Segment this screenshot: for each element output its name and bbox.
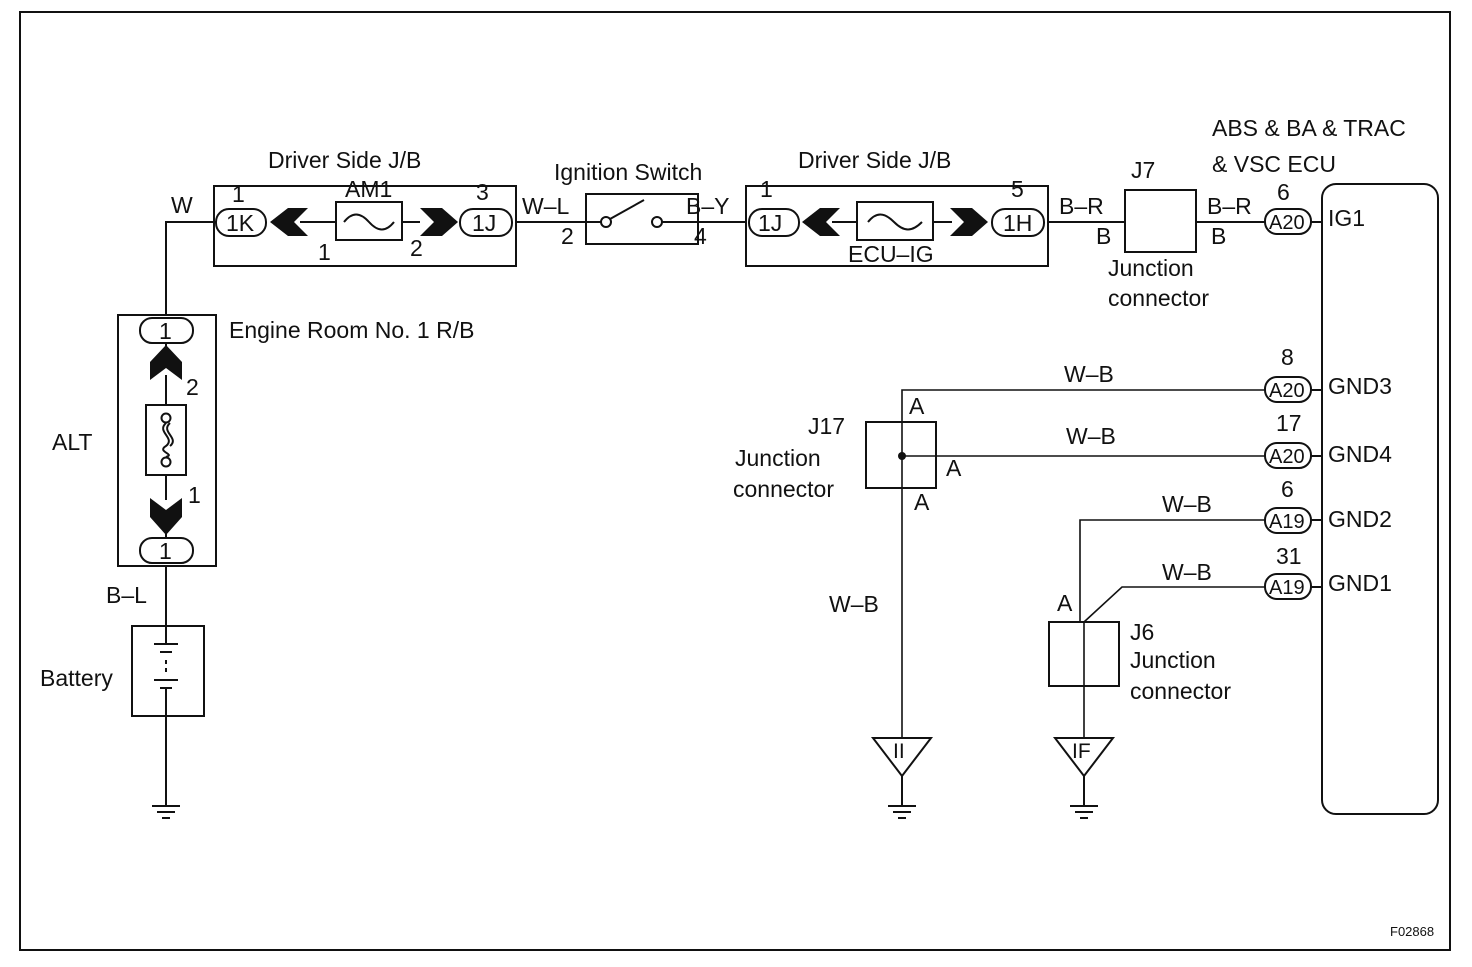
junction-connector-j17: J17 Junction connector A A A [733, 393, 962, 515]
pin-rb-lower: 1 [188, 482, 201, 508]
connector-a20-gnd3: A20 [1269, 380, 1305, 402]
ground-icon [152, 805, 180, 819]
connector-arrow-up-icon [150, 345, 182, 380]
wire-b-r-1: B–R [1059, 193, 1104, 219]
diagram-frame [19, 11, 1451, 951]
connector-1j-right: 1J [758, 210, 782, 236]
j17-pin-bottom: A [914, 489, 930, 515]
connector-1j-left: 1J [472, 210, 496, 236]
j6-label: J6 [1130, 619, 1154, 645]
ecu-label-1: ABS & BA & TRAC [1212, 115, 1406, 141]
wire-b-y: B–Y [686, 193, 729, 219]
ignition-switch: Ignition Switch 2 4 [554, 159, 707, 249]
wire-wb-j17: W–B [829, 591, 879, 617]
j7-label: J7 [1131, 157, 1155, 183]
connector-a19-gnd1: A19 [1269, 577, 1305, 599]
alt-label: ALT [52, 429, 92, 455]
connector-1k: 1K [226, 210, 255, 236]
junction-connector-j6: A J6 Junction connector [1048, 590, 1231, 704]
j17-desc-1: Junction [735, 445, 821, 471]
ground-if-label: IF [1072, 740, 1091, 763]
pin-jb2-in: 1 [760, 176, 773, 202]
junction-connector-j7: B–R B J7 B–R B Junction connector [1059, 157, 1252, 311]
rb-connector-bottom: 1 [159, 538, 172, 564]
pin-gnd4: 17 [1276, 410, 1302, 436]
pin-am1-a: 1 [318, 239, 331, 265]
wire-wb-gnd2: W–B [1162, 491, 1212, 517]
connector-arrow-left-icon [270, 208, 308, 236]
wire-w: W [171, 192, 193, 218]
battery-label: Battery [40, 665, 113, 691]
connector-arrow-down-icon [150, 498, 182, 535]
engine-room-rb: Engine Room No. 1 R/B 1 2 1 1 [117, 314, 474, 567]
ground-ii-label: II [893, 740, 905, 763]
pin-gnd3: 8 [1281, 344, 1294, 370]
ground-icon [888, 805, 916, 819]
wire-b-2: B [1211, 223, 1226, 249]
ecu-label-2: & VSC ECU [1212, 151, 1336, 177]
j6-pin-top: A [1057, 590, 1073, 616]
wire-w-l: W–L [522, 193, 570, 219]
pin-ign-in: 2 [561, 223, 574, 249]
connector-a20-ig1: A20 [1269, 212, 1305, 234]
pin-jb1-in: 1 [232, 181, 245, 207]
terminal-gnd1: GND1 [1328, 570, 1392, 596]
pin-ig1: 6 [1277, 179, 1290, 205]
driver-side-jb-right: Driver Side J/B 1J 1H ECU–IG 1 5 [745, 147, 1049, 267]
pin-rb-upper: 2 [186, 374, 199, 400]
wire-wb-gnd3: W–B [1064, 361, 1114, 387]
driver-side-jb-left: Driver Side J/B 1K 1J AM1 1 3 1 2 [213, 147, 517, 267]
wire-b-l: B–L [106, 582, 147, 608]
driver-jb-right-label: Driver Side J/B [798, 147, 951, 173]
terminal-gnd2: GND2 [1328, 506, 1392, 532]
terminal-ig1: IG1 [1328, 205, 1365, 231]
wire-b-1: B [1096, 223, 1111, 249]
connector-arrow-left-icon [802, 208, 840, 236]
fuse-ecu-ig-label: ECU–IG [848, 241, 934, 267]
j6-desc-1: Junction [1130, 647, 1216, 673]
ground-point-if: IF [1052, 737, 1116, 819]
j17-pin-right: A [946, 455, 962, 481]
pin-jb2-out: 5 [1011, 176, 1024, 202]
fuse-am1-label: AM1 [345, 176, 392, 202]
pin-gnd2: 6 [1281, 476, 1294, 502]
j6-desc-2: connector [1130, 678, 1231, 704]
connector-1h: 1H [1003, 210, 1032, 236]
j7-desc-1: Junction [1108, 255, 1194, 281]
j7-desc-2: connector [1108, 285, 1209, 311]
pin-gnd1: 31 [1276, 543, 1302, 569]
wire-wb-gnd1: W–B [1162, 559, 1212, 585]
pin-ign-out: 4 [694, 223, 707, 249]
ground-point-ii: II [870, 737, 934, 819]
wire-wb-gnd4: W–B [1066, 423, 1116, 449]
driver-jb-left-label: Driver Side J/B [268, 147, 421, 173]
engine-room-rb-label: Engine Room No. 1 R/B [229, 317, 474, 343]
j17-desc-2: connector [733, 476, 834, 502]
pin-am1-b: 2 [410, 235, 423, 261]
ground-icon [1070, 805, 1098, 819]
pin-jb1-out: 3 [476, 179, 489, 205]
terminal-gnd4: GND4 [1328, 441, 1392, 467]
connector-a19-gnd2: A19 [1269, 511, 1305, 533]
abs-vsc-ecu: ABS & BA & TRAC & VSC ECU 6 A20 IG1 8 A2… [1212, 115, 1439, 815]
connector-arrow-right-icon [950, 208, 988, 236]
rb-connector-top: 1 [159, 318, 172, 344]
battery: Battery [40, 625, 205, 717]
battery-icon [154, 626, 178, 716]
diagram-id: F02868 [1390, 924, 1434, 939]
j17-pin-top: A [909, 393, 925, 419]
splice-point-icon [898, 452, 906, 460]
connector-a20-gnd4: A20 [1269, 446, 1305, 468]
j17-label: J17 [808, 413, 845, 439]
connector-arrow-right-icon [420, 208, 458, 236]
ignition-switch-label: Ignition Switch [554, 159, 702, 185]
wires [165, 221, 1322, 805]
terminal-gnd3: GND3 [1328, 373, 1392, 399]
wire-b-r-2: B–R [1207, 193, 1252, 219]
